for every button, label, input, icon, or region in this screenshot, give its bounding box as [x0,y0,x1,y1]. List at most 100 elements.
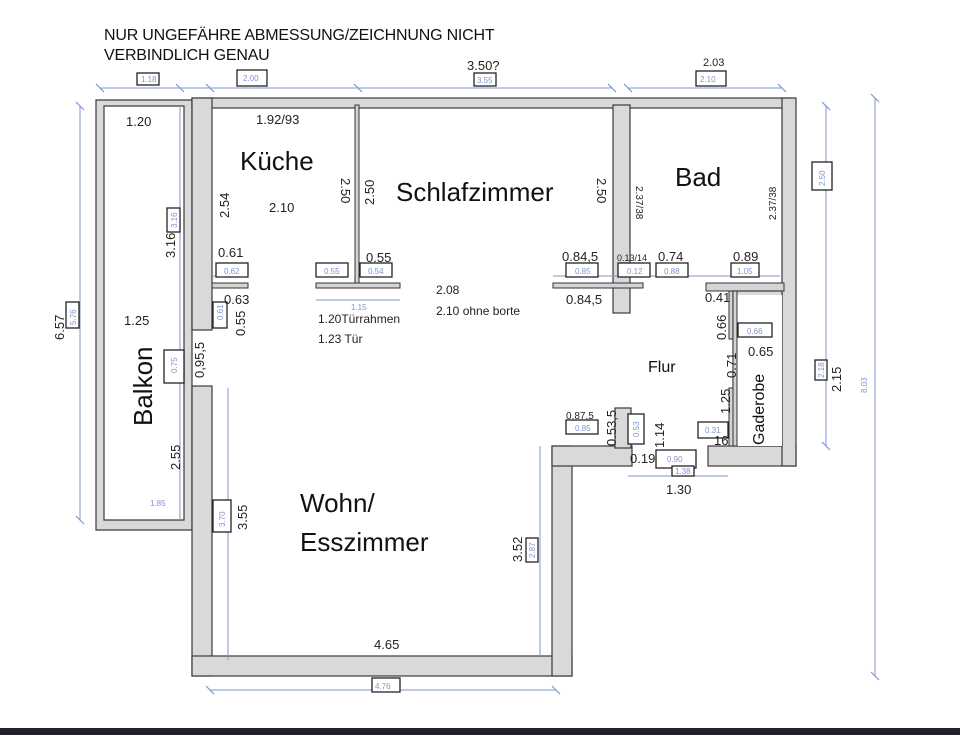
dim-013: 0.13/14 [617,253,647,263]
room-label-wardrobe: Gaderobe [751,374,768,445]
dim-bedroom-208: 2.08 [436,283,460,297]
disclaimer-line-1: NUR UNGEFÄHRE ABMESSUNG/ZEICHNUNG NICHT [104,27,495,44]
dim-balcony-mid: 1.25 [124,313,149,328]
measure-f-138: 1.38 [675,467,691,476]
measured-boxes: 1.18 2.00 3.55 2.10 0.62 0.55 0.54 1.15 … [65,69,869,693]
bottom-bar [0,728,960,735]
room-label-bedroom: Schlafzimmer [396,177,554,207]
dim-f-114: 1.14 [652,423,667,448]
dim-w-355: 3.55 [235,505,250,530]
living-right-wall [551,445,573,677]
dim-f-019: 0.19 [630,451,655,466]
dim-balcony-depth: 3.16 [163,233,178,258]
measure-k-115: 1.15 [351,303,367,312]
measure-k-055: 0.55 [324,267,340,276]
dim-w-352: 3.52 [510,537,525,562]
room-label-living-1: Wohn/ [300,488,375,518]
dim-089: 0.89 [733,249,758,264]
handwritten-dimensions: 3.50? 2.03 1.20 1.92/93 2.10 2.54 2.50 2… [52,57,844,652]
measure-balcony-185: 1.85 [150,499,166,508]
dim-g-16: 16 [714,433,728,448]
measure-w-370: 3.70 [218,511,227,527]
dim-door-055: 0.55 [366,250,391,265]
measure-right-218: 2.18 [817,362,826,378]
bedroom-bath-wall [612,104,631,314]
dim-kitchen-width: 2.10 [269,200,294,215]
measure-top-balcony: 1.18 [141,75,157,84]
dim-door: 1.23 Tür [318,332,362,346]
kitchen-left-wall [191,97,213,331]
dim-w-465: 4.65 [374,637,399,652]
room-label-kitchen: Küche [240,146,314,176]
disclaimer-line-2: VERBINDLICH GENAU [104,47,270,64]
kitchen-sill [211,282,249,289]
dim-bath-right: 2.37/38 [768,186,779,220]
dim-bath-left: 2.37/38 [633,186,644,220]
measure-k-061: 0.61 [216,304,225,320]
dim-kitchen-063: 0.63 [224,292,249,307]
measure-top-kitchen: 2.00 [243,74,259,83]
measure-b-085: 0.85 [575,267,591,276]
measure-g-031: 0.31 [705,426,721,435]
room-label-bath: Bad [675,162,721,192]
kitchen-bedroom-divider [354,104,360,286]
dim-f-130: 1.30 [666,482,691,497]
dim-g-041: 0.41 [705,290,730,305]
top-wall [191,97,793,109]
living-left-wall [191,385,213,677]
dim-g-125: 1.25 [718,389,733,414]
room-label-hall: Flur [648,359,676,376]
measure-right-250: 2.50 [818,170,827,186]
dim-bedroom-210: 2.10 ohne borte [436,304,520,318]
dim-kitchen-055: 0.55 [233,311,248,336]
dim-f-0535: 0.53,5 [604,410,619,446]
dim-074: 0.74 [658,249,683,264]
measure-k-062: 0.62 [224,267,240,276]
disclaimer-note: NUR UNGEFÄHRE ABMESSUNG/ZEICHNUNG NICHT … [104,26,495,66]
measure-left-total: 5.76 [69,309,78,325]
dimension-ticks [75,83,880,695]
dim-kitchen-left: 2.54 [217,193,232,218]
dim-top-right: 2.03 [703,57,724,69]
measure-b-012: 0.12 [627,267,643,276]
dim-f-0875: 0.87,5 [566,411,594,422]
dim-opening: 0,95,5 [192,342,207,378]
measure-k-054: 0.54 [368,267,384,276]
dim-door-frame: 1.20Türrahmen [318,312,400,326]
dim-bedroom-right: 2.50 [594,178,609,203]
measure-top-bath: 2.10 [700,75,716,84]
measure-w-476: 4.76 [375,682,391,691]
measure-b-088: 0.88 [664,267,680,276]
measure-opening-075: 0.75 [170,357,179,373]
dim-g-065: 0.65 [748,344,773,359]
room-label-living-2: Esszimmer [300,527,429,557]
dim-right-215: 2.15 [829,367,844,392]
measure-total-803: 8.03 [860,377,869,393]
dim-g-066: 0.66 [714,315,729,340]
dim-0845-top: 0.84,5 [562,249,598,264]
measure-f-090: 0.90 [667,455,683,464]
room-label-balcony: Balkon [128,347,158,427]
dim-balcony-top: 1.20 [126,114,151,129]
bedroom-door-sill [315,282,401,289]
dim-balcony-low: 2.55 [168,445,183,470]
dim-kitchen-door-061: 0.61 [218,245,243,260]
dim-g-071: 0.71 [724,353,739,378]
measure-w-287: 2.87 [528,542,537,558]
dim-total-left: 6.57 [52,315,67,340]
measure-top-bedroom: 3.55 [477,76,493,85]
hall-bottom-wall [551,445,633,467]
dim-kitchen-right: 2.50 [338,178,353,203]
measure-g-066: 0.66 [747,327,763,336]
right-wall [781,97,797,467]
measure-b-105: 1.05 [737,267,753,276]
bottom-wall [191,655,573,677]
dim-bedroom-left: 2.50 [362,180,377,205]
dim-top-mid: 3.50? [467,58,500,73]
dim-kitchen-top: 1.92/93 [256,112,299,127]
measure-f-085: 0.85 [575,424,591,433]
measure-f-053: 0.53 [632,421,641,437]
dim-0845-bottom: 0.84,5 [566,292,602,307]
bath-door-sill [552,282,644,289]
